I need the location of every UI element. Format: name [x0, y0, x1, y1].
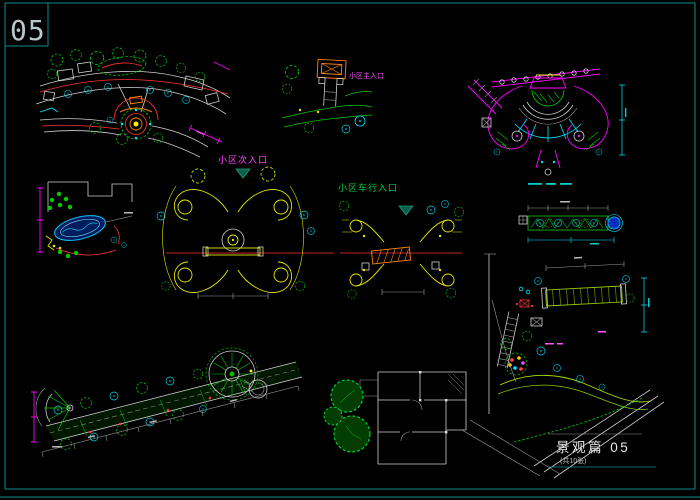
drawing-vehicle-entrance-plan: 小区车行入口 — [338, 182, 465, 299]
drawing-secondary-entrance-plan: 小区次入口 — [156, 154, 334, 299]
water-feature — [605, 214, 623, 232]
flower-bed — [504, 352, 528, 376]
drawing-road-intersection-plan — [35, 47, 231, 158]
entrance-gate — [316, 58, 347, 107]
sheet-title: 景观篇 05 — [556, 440, 630, 455]
drawing-circular-plaza-plan — [467, 68, 627, 185]
pergola — [541, 283, 627, 309]
drawing-building-floor-plan — [323, 371, 467, 465]
circular-plaza — [205, 347, 259, 401]
title-block: 景观篇 05 (共10张) — [548, 433, 656, 468]
sheet-subtitle: (共10张) — [560, 456, 586, 465]
drawing-main-entrance-plan: 小区主入口 — [281, 58, 384, 134]
roundabout — [120, 108, 152, 140]
label-secondary-entrance: 小区次入口 — [218, 154, 268, 165]
stairs — [496, 311, 520, 369]
label-vehicle-entrance: 小区车行入口 — [338, 182, 398, 193]
entrance-gate — [370, 246, 412, 265]
label-main-entrance: 小区主入口 — [349, 71, 384, 80]
pond — [54, 215, 106, 241]
entrance-arrow-icon — [235, 168, 251, 179]
drawing-linear-promenade-plan — [31, 347, 303, 458]
sheet-number: 05 — [10, 14, 46, 47]
drawing-courtyard-pond-plan — [37, 181, 133, 259]
drawing-planter-strip-plan — [518, 201, 623, 245]
entrance-arrow-icon — [398, 205, 414, 216]
survey-marker — [481, 117, 492, 128]
